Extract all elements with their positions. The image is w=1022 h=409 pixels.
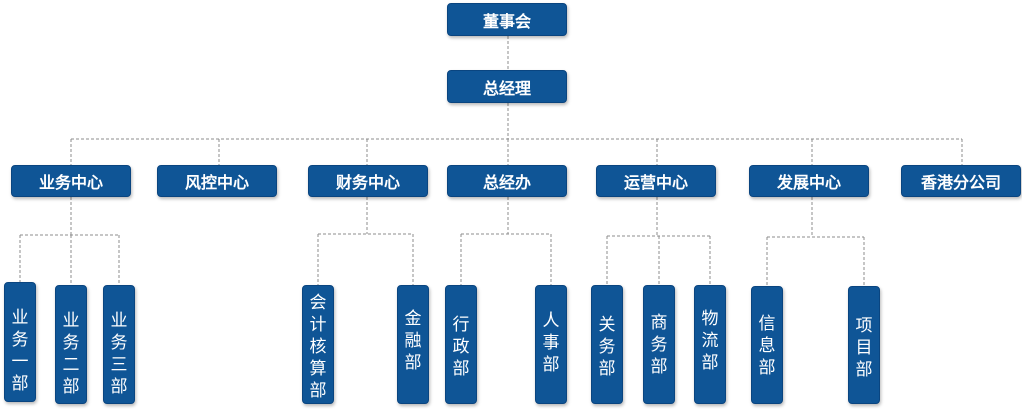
dept-information-node: 信息部 — [751, 286, 783, 404]
center-label: 风控中心 — [184, 173, 249, 192]
dept-label: 项目部 — [855, 316, 873, 380]
dept-accounting-node: 会计核算部 — [302, 285, 334, 404]
dept-financial-node: 金融部 — [397, 285, 429, 404]
center-label: 运营中心 — [623, 173, 688, 192]
center-gm-office-node: 总经办 — [447, 165, 567, 197]
dept-customs-node: 关务部 — [591, 285, 623, 404]
dept-commerce-node: 商务部 — [643, 285, 675, 404]
dept-label: 业务三部 — [110, 311, 128, 397]
dept-label: 关务部 — [598, 315, 616, 379]
center-label: 总经办 — [482, 173, 531, 192]
dept-label: 信息部 — [758, 314, 776, 378]
dept-label: 金融部 — [404, 309, 422, 373]
center-hongkong-branch-node: 香港分公司 — [901, 165, 1021, 197]
dept-label: 业务二部 — [62, 311, 80, 397]
dept-business-1-node: 业务一部 — [4, 282, 36, 402]
general-manager-node: 总经理 — [447, 70, 567, 103]
dept-label: 行政部 — [452, 315, 470, 379]
board-node: 董事会 — [447, 3, 567, 36]
dept-label: 物流部 — [701, 309, 719, 373]
center-finance-node: 财务中心 — [308, 165, 428, 197]
center-risk-node: 风控中心 — [157, 165, 277, 197]
dept-business-3-node: 业务三部 — [103, 285, 135, 404]
dept-label: 人事部 — [542, 311, 560, 375]
dept-admin-node: 行政部 — [445, 285, 477, 404]
dept-label: 会计核算部 — [309, 293, 327, 401]
board-label: 董事会 — [482, 11, 531, 31]
dept-project-node: 项目部 — [848, 286, 880, 404]
center-development-node: 发展中心 — [749, 165, 869, 197]
center-label: 财务中心 — [335, 173, 400, 192]
dept-label: 商务部 — [650, 313, 668, 377]
dept-logistics-node: 物流部 — [694, 285, 726, 404]
center-label: 发展中心 — [776, 173, 841, 192]
dept-business-2-node: 业务二部 — [55, 285, 87, 404]
center-business-node: 业务中心 — [11, 165, 131, 197]
dept-hr-node: 人事部 — [535, 285, 567, 404]
center-operations-node: 运营中心 — [596, 165, 716, 197]
center-label: 业务中心 — [38, 173, 103, 192]
center-label: 香港分公司 — [920, 173, 1001, 192]
general-manager-label: 总经理 — [482, 78, 531, 98]
dept-label: 业务一部 — [11, 308, 29, 394]
